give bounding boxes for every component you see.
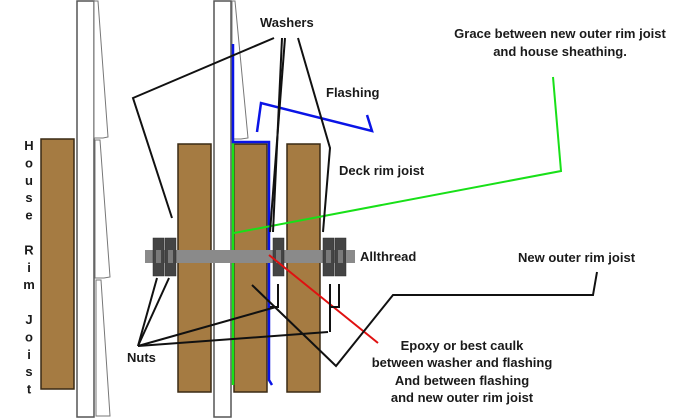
house-rim-joist-label-char: i xyxy=(27,260,31,275)
grace-leader xyxy=(233,76,563,234)
nuts-label: Nuts xyxy=(127,350,156,365)
grace-label-line1: Grace between new outer rim joist xyxy=(454,26,666,41)
flashing-label: Flashing xyxy=(326,85,380,100)
washers-leaders xyxy=(131,37,332,233)
house-rim-joist-label-char: s xyxy=(25,190,32,205)
washers-label: Washers xyxy=(260,15,314,30)
epoxy-leader xyxy=(268,254,379,344)
house-rim-joist-label-char: o xyxy=(25,155,33,170)
siding-left xyxy=(93,0,111,417)
deck-rim-joist xyxy=(286,143,321,393)
allthread-rod xyxy=(145,250,355,263)
new-outer-rim-joist-label: New outer rim joist xyxy=(518,250,636,265)
house-rim-joist-label-char: m xyxy=(23,277,35,292)
grace-label-line2: and house sheathing. xyxy=(493,44,627,59)
house-rim-joist-label-char: s xyxy=(25,364,32,379)
epoxy-label-line3: And between flashing xyxy=(395,373,529,388)
house-rim-joist-label-char: u xyxy=(25,173,33,188)
washer-middle xyxy=(272,237,285,277)
nuts-leaders xyxy=(137,277,340,347)
house-sheathing-left xyxy=(76,0,95,418)
deck-rim-joist-label: Deck rim joist xyxy=(339,163,425,178)
new-outer-rim-joist xyxy=(233,143,268,393)
flashing-line xyxy=(231,44,274,386)
allthread-label: Allthread xyxy=(360,249,416,264)
house-rim-joist-label-char: t xyxy=(27,382,32,397)
flashing-leader xyxy=(255,101,374,133)
epoxy-label-line1: Epoxy or best caulk xyxy=(401,338,525,353)
house-rim-joist-label-char: H xyxy=(24,138,33,153)
house-rim-joist-label-char: o xyxy=(25,329,33,344)
siding-middle xyxy=(231,0,249,140)
nuts-right xyxy=(322,237,355,277)
house-rim-joist-label-char: e xyxy=(25,208,32,223)
epoxy-label-line4: and new outer rim joist xyxy=(391,390,534,405)
house-rim-joist-label-char: J xyxy=(25,312,32,327)
house-sheathing-middle xyxy=(213,0,232,418)
epoxy-label-line2: between washer and flashing xyxy=(372,355,553,370)
house-rim-joist-label-char: R xyxy=(24,242,34,257)
nuts-left xyxy=(152,237,177,277)
spacer-block xyxy=(177,143,212,393)
new-outer-rim-joist-leader xyxy=(251,271,598,368)
house-rim-joist xyxy=(40,138,75,390)
house-rim-joist-label-char: i xyxy=(27,347,31,362)
